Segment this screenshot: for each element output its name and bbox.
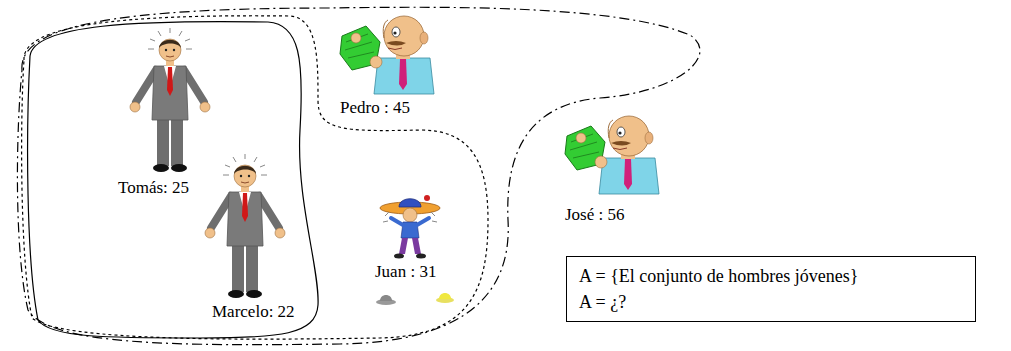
person-label: Pedro : 45: [340, 98, 410, 118]
set-region: Juan : 31 Tomás: 25 Marcelo: 22: [14, 8, 496, 346]
set-definition: A = ¿?: [579, 289, 963, 315]
person-label: Tomás: 25: [118, 178, 189, 198]
set-region: Tomás: 25 Marcelo: 22: [20, 14, 330, 346]
man-figure: [565, 116, 659, 194]
definition-box: A = {El conjunto de hombres jóvenes}A = …: [566, 256, 976, 322]
person-label: Juan : 31: [375, 262, 436, 282]
hats-on-ground: [376, 293, 454, 305]
man-figure: [340, 16, 434, 94]
man-figure: [205, 154, 285, 298]
set-outline-path: [22, 16, 488, 339]
set-outline: [14, 8, 496, 346]
set-definition: A = {El conjunto de hombres jóvenes}: [579, 263, 963, 289]
man-figure: [130, 28, 210, 172]
set-outline: [20, 14, 330, 346]
set-outline-path: [28, 22, 319, 338]
person-label: Marcelo: 22: [212, 302, 295, 322]
person-label: José : 56: [565, 205, 625, 225]
man-figure: [380, 195, 440, 259]
